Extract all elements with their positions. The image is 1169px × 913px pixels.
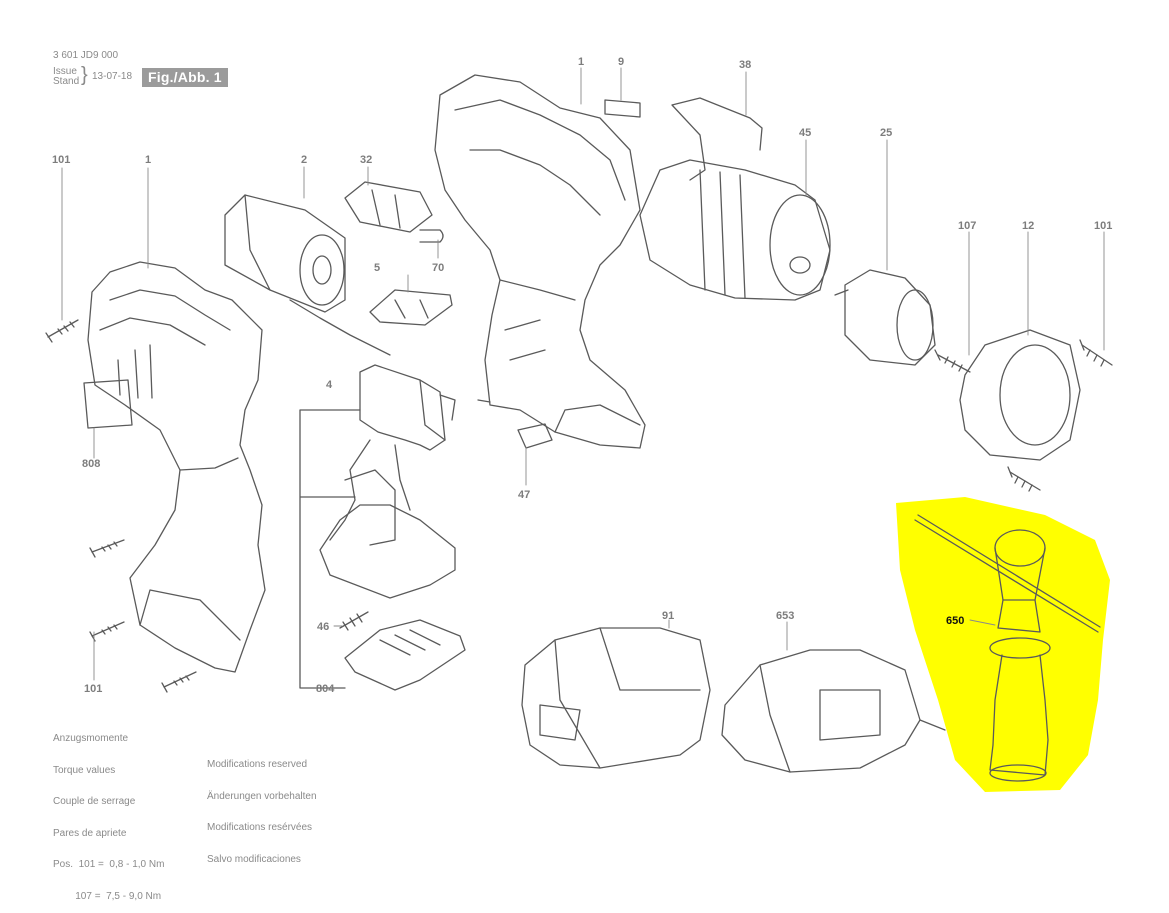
nameplate bbox=[604, 99, 641, 118]
housing-right-half bbox=[434, 74, 646, 449]
part-label-804: 804 bbox=[316, 683, 335, 695]
screw-101-left bbox=[45, 319, 79, 343]
gearbox bbox=[639, 159, 831, 301]
exploded-parts-diagram: 101 1 2 32 5 70 1 9 38 45 25 107 12 101 … bbox=[45, 56, 1113, 792]
direction-switch bbox=[369, 289, 453, 326]
label-sticker bbox=[83, 379, 133, 429]
part-label-91: 91 bbox=[662, 610, 674, 622]
part-label-25: 25 bbox=[880, 127, 892, 139]
figure-label: Fig./Abb. 1 bbox=[142, 68, 228, 87]
issue-date: 13-07-18 bbox=[92, 71, 133, 82]
screw-101-right-top bbox=[1079, 339, 1113, 367]
drill-chuck bbox=[834, 269, 936, 366]
screw-107 bbox=[934, 349, 971, 373]
part-label-9: 9 bbox=[618, 56, 624, 68]
auxiliary-handle bbox=[914, 514, 1101, 782]
switch-cover bbox=[344, 181, 433, 233]
screw-101-lower bbox=[161, 671, 197, 693]
part-label-101: 101 bbox=[84, 683, 102, 695]
circuit-board bbox=[319, 469, 456, 599]
part-label-1: 1 bbox=[578, 56, 584, 68]
battery-pack bbox=[521, 627, 711, 769]
part-label-653: 653 bbox=[776, 610, 794, 622]
housing-left-half bbox=[87, 261, 266, 673]
leader-lines bbox=[61, 67, 1105, 681]
spring-clip bbox=[419, 229, 444, 243]
issue-label: Issue bbox=[53, 66, 77, 77]
part-label-650: 650 bbox=[946, 615, 964, 627]
part-label-38: 38 bbox=[739, 59, 751, 71]
stand-label: Stand bbox=[53, 76, 80, 87]
part-label-101: 101 bbox=[52, 154, 70, 166]
modifications-note: Modifications reserved Änderungen vorbeh… bbox=[207, 759, 317, 865]
battery-charger bbox=[721, 649, 946, 773]
brace-glyph: } bbox=[81, 64, 88, 86]
highlight-area bbox=[896, 497, 1110, 792]
motor bbox=[224, 194, 391, 356]
leader-bracket bbox=[299, 409, 361, 689]
part-label-70: 70 bbox=[432, 262, 444, 274]
spring bbox=[339, 611, 369, 631]
wire-clip bbox=[671, 97, 763, 181]
screw-101-middle bbox=[89, 539, 125, 558]
part-label-12: 12 bbox=[1022, 220, 1034, 232]
part-label-4: 4 bbox=[326, 379, 333, 391]
contact-plate bbox=[344, 619, 466, 691]
part-label-32: 32 bbox=[360, 154, 372, 166]
screw-101-bottom bbox=[89, 621, 125, 642]
screw-101-right-bottom bbox=[1007, 466, 1041, 492]
part-label-46: 46 bbox=[317, 621, 329, 633]
electronics-switch bbox=[329, 364, 456, 541]
part-label-1: 1 bbox=[145, 154, 151, 166]
part-label-45: 45 bbox=[799, 127, 811, 139]
part-label-47: 47 bbox=[518, 489, 530, 501]
part-label-101: 101 bbox=[1094, 220, 1112, 232]
part-label-5: 5 bbox=[374, 262, 380, 274]
torque-values-note: Anzugsmomente Torque values Couple de se… bbox=[53, 733, 165, 902]
gear-cover-ring bbox=[959, 329, 1081, 461]
part-label-107: 107 bbox=[958, 220, 976, 232]
part-label-2: 2 bbox=[301, 154, 307, 166]
document-number: 3 601 JD9 000 bbox=[53, 50, 119, 61]
slider-pad bbox=[517, 423, 553, 449]
part-label-808: 808 bbox=[82, 458, 100, 470]
